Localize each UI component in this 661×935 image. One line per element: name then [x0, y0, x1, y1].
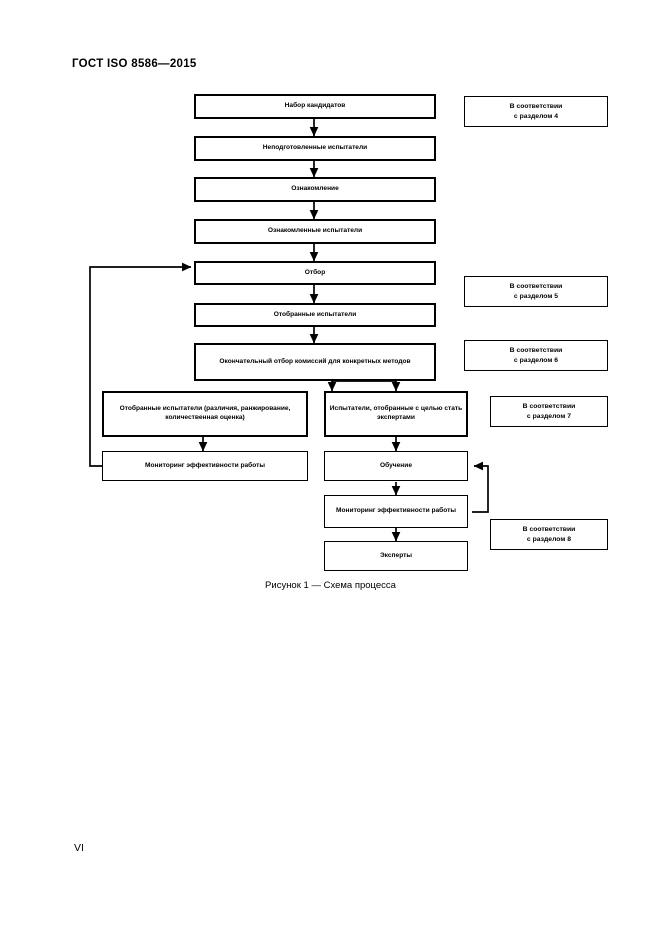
- node-label: Эксперты: [379, 551, 413, 559]
- process-flowchart: Набор кандидатов Неподготовленные испыта…: [89, 94, 608, 571]
- reference-box-section-7[interactable]: В соответствии с разделом 7: [490, 396, 608, 427]
- reference-line-1: В соответствии: [509, 103, 563, 111]
- document-header: ГОСТ ISO 8586—2015: [72, 58, 197, 70]
- node-training[interactable]: Обучение: [324, 451, 468, 481]
- reference-line-2: с разделом 5: [513, 292, 559, 300]
- reference-line-2: с разделом 7: [526, 412, 572, 420]
- figure-caption: Рисунок 1 — Схема процесса: [265, 580, 396, 591]
- flowchart-connectors: [89, 119, 489, 542]
- reference-line-1: В соответствии: [509, 283, 563, 291]
- node-performance-monitoring-right[interactable]: Мониторинг эффективности работы: [324, 495, 468, 528]
- node-recruitment[interactable]: Набор кандидатов: [194, 94, 436, 119]
- node-label: Мониторинг эффективности работы: [145, 461, 265, 469]
- reference-line-2: с разделом 6: [513, 356, 559, 364]
- node-label: Обучение: [380, 461, 412, 469]
- reference-box-section-8[interactable]: В соответствии с разделом 8: [490, 519, 608, 550]
- reference-box-section-6[interactable]: В соответствии с разделом 6: [464, 340, 608, 371]
- node-label: Окончательный отбор комиссий для конкрет…: [219, 357, 411, 365]
- node-label: Отобранные испытатели (различия, ранжиро…: [119, 405, 291, 421]
- node-label: Испытатели, отобранные с целью стать экс…: [329, 405, 463, 421]
- reference-line-1: В соответствии: [522, 526, 576, 534]
- node-label: Неподготовленные испытатели: [262, 144, 368, 152]
- reference-box-section-4[interactable]: В соответствии с разделом 4: [464, 96, 608, 127]
- reference-line-2: с разделом 4: [513, 112, 559, 120]
- reference-line-1: В соответствии: [522, 403, 576, 411]
- reference-line-1: В соответствии: [509, 347, 563, 355]
- node-performance-monitoring-left[interactable]: Мониторинг эффективности работы: [102, 451, 308, 481]
- page-number: VI: [74, 842, 84, 854]
- node-selection[interactable]: Отбор: [194, 261, 436, 285]
- node-untrained-assessors[interactable]: Неподготовленные испытатели: [194, 136, 436, 161]
- node-experts[interactable]: Эксперты: [324, 541, 468, 571]
- reference-line-2: с разделом 8: [526, 535, 572, 543]
- node-label: Ознакомление: [291, 185, 339, 193]
- reference-box-section-5[interactable]: В соответствии с разделом 5: [464, 276, 608, 307]
- node-label: Набор кандидатов: [284, 102, 346, 110]
- node-label: Отбор: [304, 268, 326, 276]
- node-selected-to-become-experts[interactable]: Испытатели, отобранные с целью стать экс…: [324, 391, 468, 437]
- node-familiarization[interactable]: Ознакомление: [194, 177, 436, 202]
- node-label: Отобранные испытатели: [273, 310, 357, 318]
- node-selected-for-methods[interactable]: Отобранные испытатели (различия, ранжиро…: [102, 391, 308, 437]
- node-final-selection[interactable]: Окончательный отбор комиссий для конкрет…: [194, 343, 436, 381]
- node-familiarized-assessors[interactable]: Ознакомленные испытатели: [194, 219, 436, 244]
- node-label: Ознакомленные испытатели: [267, 227, 363, 235]
- node-selected-assessors[interactable]: Отобранные испытатели: [194, 303, 436, 327]
- node-label: Мониторинг эффективности работы: [336, 507, 456, 515]
